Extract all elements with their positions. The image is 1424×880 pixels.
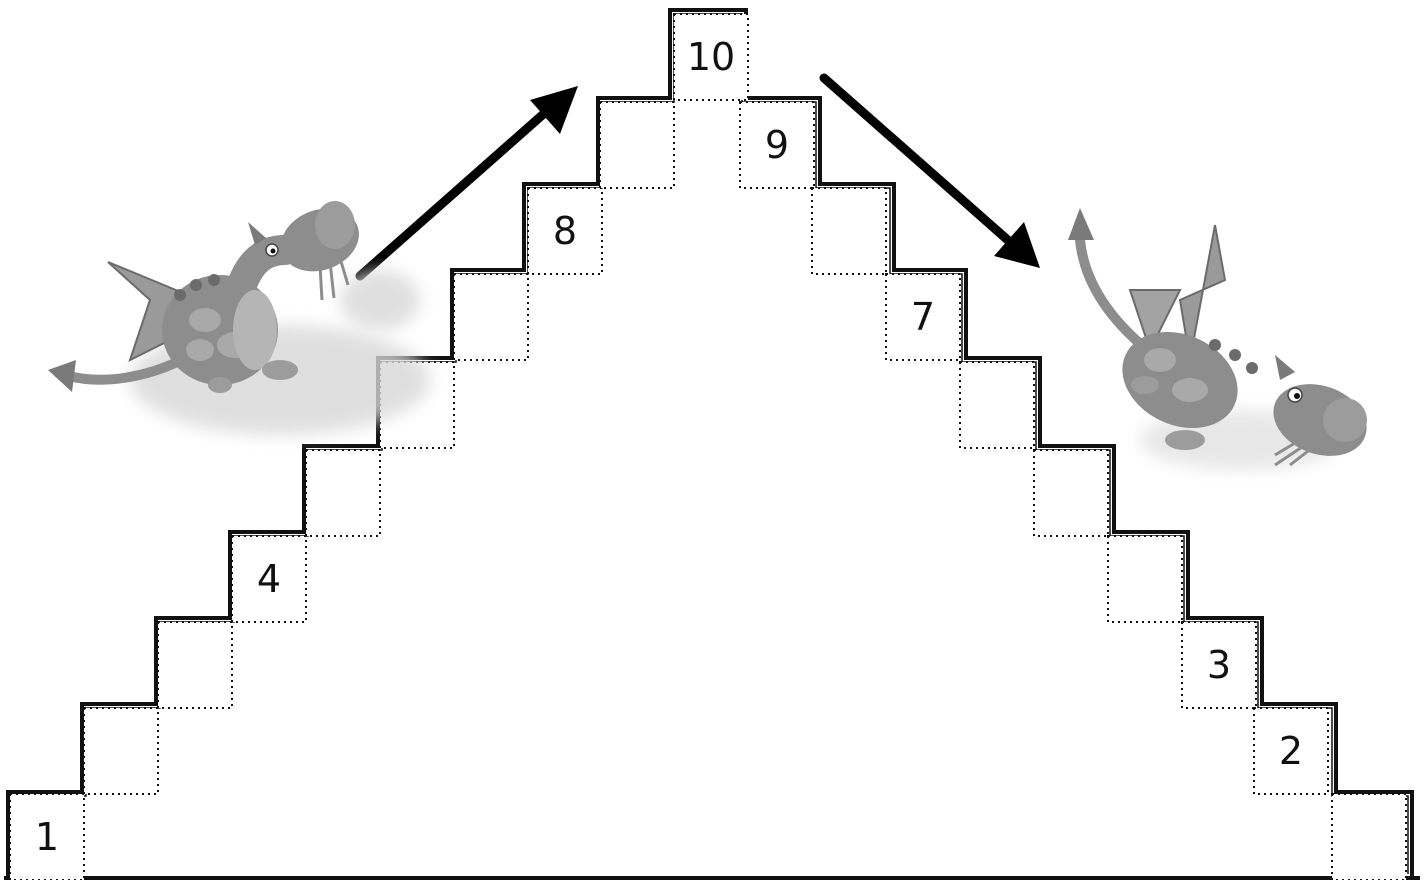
step-box-right-1 [1332, 794, 1406, 880]
step-box-right-8 [812, 188, 886, 274]
step-box-right-7-label: 7 [911, 295, 935, 339]
step-box-left-9 [600, 102, 674, 188]
dragon-right-icon [1068, 208, 1377, 470]
step-box-left-7 [454, 274, 528, 360]
step-box-left-2 [84, 708, 158, 794]
step-box-top-label: 10 [687, 35, 735, 79]
step-box-left-4-label: 4 [257, 557, 281, 601]
step-box-left-5 [306, 450, 380, 536]
dragon-left-icon [48, 198, 430, 435]
step-box-left-1-label: 1 [35, 815, 59, 859]
step-box-right-4 [1108, 536, 1182, 622]
step-box-right-2-label: 2 [1279, 729, 1303, 773]
step-box-right-3-label: 3 [1207, 643, 1231, 687]
step-box-right-6 [960, 362, 1034, 448]
step-box-left-3 [158, 622, 232, 708]
step-box-right-9-label: 9 [765, 123, 789, 167]
step-box-left-8-label: 8 [553, 209, 577, 253]
step-box-right-5 [1034, 450, 1108, 536]
